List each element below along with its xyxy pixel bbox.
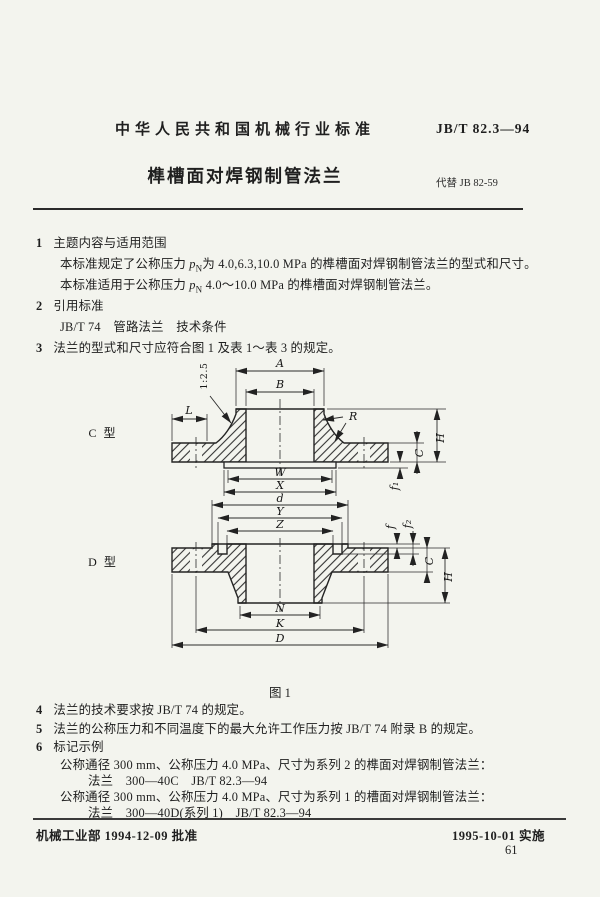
section-title: 主题内容与适用范围 (53, 236, 167, 250)
dim-label-C: C (423, 556, 436, 565)
section-1-heading: 1 主题内容与适用范围 (36, 233, 167, 251)
document-title: 榫槽面对焊钢制管法兰 (147, 166, 343, 186)
section-number: 4 (36, 703, 43, 717)
dim-label-Y: Y (276, 505, 285, 518)
section-title: 引用标准 (53, 299, 104, 313)
dim-label-R: R (348, 410, 357, 423)
dim-label-A: A (275, 357, 284, 370)
flange-section-hatch-left (171, 543, 247, 604)
paragraph-scope-2: 本标准适用于公称压力 pN 4.0～10.0 MPa 的榫槽面对焊钢制管法兰。 (36, 275, 438, 294)
dim-label-Z: Z (275, 518, 284, 531)
section-2-heading: 2 引用标准 (36, 296, 104, 314)
dim-label-D: D (275, 632, 285, 645)
pressure-symbol: p (189, 278, 196, 292)
dim-label-C: C (413, 448, 426, 457)
footer-rule (33, 818, 566, 820)
taper-leader (209, 395, 232, 424)
pressure-symbol: p (189, 257, 196, 271)
section-title: 法兰的技术要求按 JB/T 74 的规定。 (53, 703, 252, 717)
section-title: 法兰的型式和尺寸应符合图 1 及表 1～表 3 的规定。 (53, 341, 341, 355)
dim-label-H: H (434, 433, 447, 444)
standard-number: JB/T 82.3—94 (436, 121, 531, 136)
dim-label-d: d (276, 492, 283, 505)
figure-caption: 图 1 (269, 686, 291, 700)
figure-1-flange-drawing: C 型 A B L 1:2.5 R H (88, 357, 455, 649)
section-title: 法兰的公称压力和不同温度下的最大允许工作压力按 JB/T 74 附录 B 的规定… (53, 722, 481, 736)
d-type-label: D 型 (88, 555, 118, 569)
dim-label-W: W (274, 466, 287, 479)
marking-example-2: 公称通径 300 mm、公称压力 4.0 MPa、尺寸为系列 1 的槽面对焊钢制… (60, 790, 493, 804)
page-number: 61 (505, 843, 518, 857)
pressure-subscript: N (195, 284, 203, 295)
bolt-hole-left (190, 444, 202, 461)
effective-date-note: 1995-10-01 实施 (452, 829, 545, 843)
dim-label-f1: f₁ (388, 482, 401, 491)
d-type-flange-section: D 型 Y Z f f₂ (88, 505, 455, 649)
dim-label-N: N (274, 602, 285, 615)
section-number: 1 (36, 236, 43, 250)
section-6-heading: 6 标记示例 (36, 737, 104, 755)
text-run: 为 4.0,6.3,10.0 MPa 的榫槽面对焊钢制管法兰的型式和尺寸。 (202, 257, 537, 271)
dim-label-L: L (184, 404, 192, 417)
standard-category-title: 中华人民共和国机械行业标准 (114, 121, 375, 138)
marking-example-1-designation: 法兰 300—40C JB/T 82.3—94 (88, 774, 268, 788)
c-type-flange-section: C 型 A B L 1:2.5 R H (88, 357, 447, 544)
flange-section-hatch-right (313, 543, 389, 604)
marking-example-1: 公称通径 300 mm、公称压力 4.0 MPa、尺寸为系列 2 的榫面对焊钢制… (60, 758, 493, 772)
taper-ratio-note: 1:2.5 (199, 363, 210, 390)
section-number: 5 (36, 722, 43, 736)
approval-note: 机械工业部 1994-12-09 批准 (36, 829, 198, 843)
section-title: 标记示例 (53, 740, 104, 754)
text-run: 4.0～10.0 MPa 的榫槽面对焊钢制管法兰。 (202, 278, 439, 292)
text-run: 本标准适用于公称压力 (60, 278, 190, 292)
marking-example-2-designation: 法兰 300—40D(系列 1) JB/T 82.3—94 (88, 806, 312, 820)
dim-label-X: X (275, 479, 285, 492)
c-type-label: C 型 (88, 426, 117, 440)
supersedes-note: 代替 JB 82-59 (436, 178, 498, 189)
paragraph-scope-1: 本标准规定了公称压力 pN为 4.0,6.3,10.0 MPa 的榫槽面对焊钢制… (36, 254, 537, 273)
bolt-hole-right (358, 444, 370, 461)
section-number: 2 (36, 299, 43, 313)
dim-label-H: H (442, 572, 455, 583)
text-run: 本标准规定了公称压力 (60, 257, 190, 271)
section-4-heading: 4 法兰的技术要求按 JB/T 74 的规定。 (36, 700, 252, 718)
section-number: 6 (36, 740, 43, 754)
dim-label-B: B (275, 378, 284, 391)
pressure-subscript: N (195, 263, 203, 274)
flange-section-hatch-left (171, 408, 247, 463)
section-5-heading: 5 法兰的公称压力和不同温度下的最大允许工作压力按 JB/T 74 附录 B 的规… (36, 719, 481, 737)
section-3-heading: 3 法兰的型式和尺寸应符合图 1 及表 1～表 3 的规定。 (36, 338, 341, 356)
header-rule (33, 208, 523, 210)
dim-label-f2: f₂ (401, 520, 414, 529)
reference-standard-line: JB/T 74 管路法兰 技术条件 (60, 320, 227, 334)
section-number: 3 (36, 341, 43, 355)
dim-label-K: K (275, 617, 285, 630)
dim-label-f: f (384, 523, 397, 530)
